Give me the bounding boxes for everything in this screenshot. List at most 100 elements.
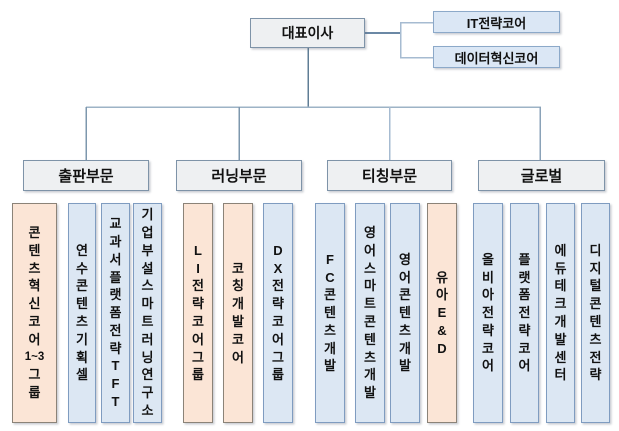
team-label-char: 플 bbox=[109, 269, 122, 285]
team-label-char: 략 bbox=[109, 340, 122, 356]
team-label-char: 에 bbox=[554, 242, 567, 258]
team-label-char: 트 bbox=[364, 296, 376, 312]
team-label-char: 략 bbox=[482, 322, 494, 338]
team-label-char: 발 bbox=[399, 358, 411, 374]
team-label-char: 어 bbox=[399, 269, 411, 285]
division-box: 티칭부문 bbox=[327, 160, 452, 191]
team-label-char: 기 bbox=[141, 207, 154, 223]
team-label-char: 털 bbox=[589, 278, 602, 294]
team-label-char: 텐 bbox=[589, 314, 602, 329]
team-label-char: 러 bbox=[141, 331, 154, 347]
team-label-char: 테 bbox=[554, 278, 567, 294]
team-label-char: 텐 bbox=[76, 296, 88, 312]
team-label-char: T bbox=[111, 394, 120, 410]
team-label-char: 마 bbox=[364, 278, 376, 294]
team-label-char: 칭 bbox=[232, 278, 244, 294]
staff-box: 데이터혁신코어 bbox=[433, 46, 560, 68]
team-label-char: 과 bbox=[109, 233, 122, 249]
team-label-char: 아 bbox=[482, 287, 494, 303]
team-label-char: 략 bbox=[192, 296, 204, 312]
team-label-char: 전 bbox=[518, 305, 531, 321]
team-label-char: 어 bbox=[232, 349, 244, 365]
team-label-char: 크 bbox=[554, 296, 567, 312]
team-label-char: 설 bbox=[141, 260, 154, 276]
team-label-char: 랫 bbox=[109, 287, 122, 303]
staff-box: IT전략코어 bbox=[433, 11, 560, 33]
team-label-char: 획 bbox=[76, 349, 88, 365]
team-label-char: 어 bbox=[364, 242, 376, 258]
team-label-char: 룹 bbox=[272, 367, 284, 383]
team-label-char: F bbox=[111, 376, 120, 392]
team-label-char: 올 bbox=[482, 251, 494, 267]
team-label-char: 개 bbox=[324, 340, 336, 356]
team-label-char: I bbox=[196, 260, 200, 276]
team-label-char: 텐 bbox=[28, 242, 41, 258]
team-label-char: 업 bbox=[141, 225, 154, 241]
team-label-char: 전 bbox=[109, 322, 122, 338]
team-label-char: 개 bbox=[554, 314, 567, 329]
team-label-char: 지 bbox=[589, 260, 602, 276]
team-label-char: L bbox=[194, 242, 202, 258]
ceo-box: 대표이사 bbox=[250, 18, 365, 48]
team-label-char: 비 bbox=[482, 269, 494, 285]
team-label-char: 략 bbox=[518, 322, 531, 338]
team-label-char: 텐 bbox=[364, 331, 376, 347]
team-label-char: 룹 bbox=[192, 367, 204, 383]
team-label-char: 센 bbox=[554, 349, 567, 365]
staff-label: 데이터혁신코어 bbox=[454, 50, 539, 66]
team-label-char: 전 bbox=[482, 305, 494, 321]
team-label-char: X bbox=[273, 260, 283, 276]
team-label-char: 츠 bbox=[589, 331, 602, 347]
team-label-char: 영 bbox=[399, 251, 411, 267]
division-box: 러닝부문 bbox=[176, 160, 302, 191]
team-label-char: 개 bbox=[232, 296, 244, 312]
team-label-char: 유 bbox=[436, 269, 448, 285]
staff-label: IT전략코어 bbox=[466, 15, 527, 31]
team-label-char: 영 bbox=[364, 225, 376, 241]
team-label-char: 닝 bbox=[141, 349, 154, 365]
team-label-char: 츠 bbox=[399, 322, 411, 338]
team-label-char: 터 bbox=[554, 367, 567, 383]
team-label-char: 교 bbox=[109, 216, 122, 232]
team-label-char: F bbox=[326, 251, 334, 267]
team-label-char: 략 bbox=[272, 296, 284, 312]
team-label-char: 츠 bbox=[76, 314, 88, 329]
team-label-char: 어 bbox=[482, 358, 494, 374]
team-label-char: 어 bbox=[272, 331, 284, 347]
team-label-char: 마 bbox=[141, 296, 154, 312]
team-label-char: 그 bbox=[192, 349, 204, 365]
team-label-char: 츠 bbox=[364, 349, 376, 365]
team-label-char: 듀 bbox=[554, 260, 567, 276]
team-label-char: 코 bbox=[192, 314, 204, 329]
division-box: 출판부문 bbox=[23, 160, 149, 191]
team-label-char: 콘 bbox=[589, 296, 602, 312]
team-label-char: C bbox=[325, 269, 335, 285]
team-label-char: 전 bbox=[589, 349, 602, 365]
team-label-char: 콘 bbox=[364, 314, 376, 329]
team-label-char: 룹 bbox=[28, 385, 41, 401]
team-label-char: 그 bbox=[28, 367, 41, 383]
team-label-char: 코 bbox=[232, 331, 244, 347]
team-label-char: 혁 bbox=[28, 278, 41, 294]
division-label: 티칭부문 bbox=[361, 168, 418, 185]
division-label: 출판부문 bbox=[58, 168, 114, 185]
team-label-char: 전 bbox=[272, 278, 284, 294]
team-label-char: 전 bbox=[192, 278, 204, 294]
team-label-char: 츠 bbox=[324, 322, 336, 338]
team-label-char: 아 bbox=[436, 287, 448, 303]
team-label-char: 스 bbox=[364, 260, 376, 276]
team-label-char: 콘 bbox=[28, 225, 41, 241]
team-label-char: 그 bbox=[272, 349, 284, 365]
team-label-char: 콘 bbox=[76, 278, 88, 294]
team-label-char: 콘 bbox=[324, 287, 336, 303]
